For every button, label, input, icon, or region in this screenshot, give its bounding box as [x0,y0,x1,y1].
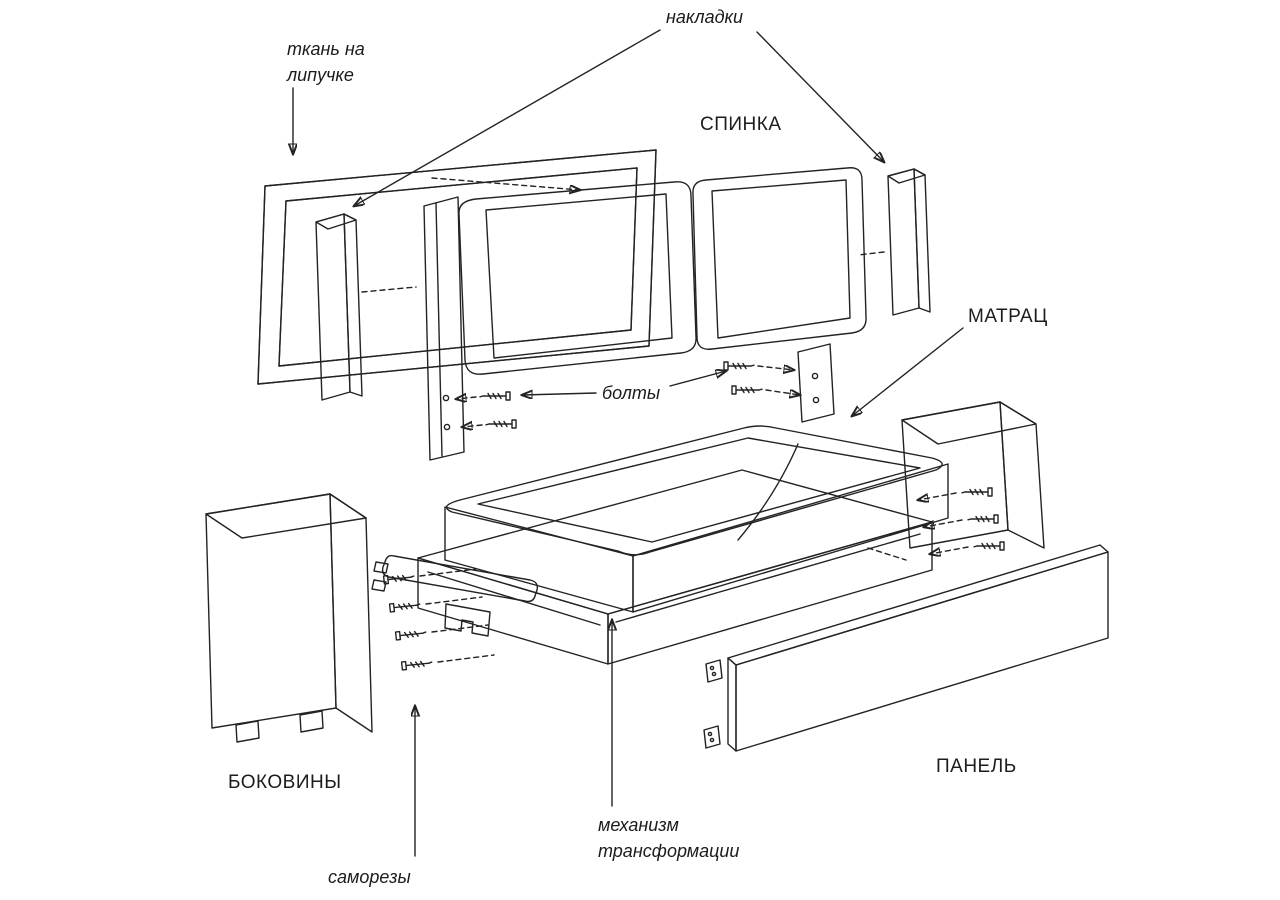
arrow-pad-right [756,31,884,162]
guide-dash-fabric [431,177,580,190]
label-arrows [293,29,964,857]
pad-block-left [315,213,363,401]
mechanism-bracket [371,554,539,637]
label-mechanism: механизм трансформации [598,812,739,864]
label-panel: ПАНЕЛЬ [936,756,1017,777]
label-fabric-velcro-line1: ткань на [287,39,365,59]
label-mechanism-line1: механизм [598,815,679,835]
screw-icon [394,628,427,641]
arrow-bolts-left [522,393,597,395]
front-panel [703,544,1109,752]
bolts [456,361,800,429]
label-bolts: болты [602,383,661,403]
label-mattress: МАТРАЦ [968,306,1048,327]
screws-right [918,487,1005,554]
screw-icon [961,487,993,497]
bolt-icon [731,385,763,395]
label-mechanism-line2: трансформации [598,841,740,861]
bolt-icon [479,391,511,401]
screw-icon [382,572,415,585]
mattress [444,425,949,613]
label-fabric-velcro: ткань на липучке [287,36,365,88]
guide-dash-right-pad [857,251,885,256]
side-block-right [901,401,1045,549]
pad-block-right [887,168,931,316]
arrow-mattress [852,327,964,416]
guide-dash-left-pad [361,286,417,293]
screw-icon [967,514,999,524]
side-block-left [205,493,373,743]
guide-dash-base [867,547,907,561]
bolt-icon [485,419,517,429]
label-screws: саморезы [328,867,411,887]
screw-icon [388,600,421,613]
velcro-fabric-panel [257,149,657,385]
screw-icon [973,541,1005,551]
label-backrest: СПИНКА [700,114,782,135]
screws-left [382,568,495,671]
bolt-icon [723,361,755,371]
backrest-cushions [458,167,867,375]
screw-icon [400,658,433,671]
arrow-bolts-right [669,371,726,387]
label-sides: БОКОВИНЫ [228,772,342,793]
label-fabric-velcro-line2: липучке [287,65,354,85]
arrow-pad-left [354,29,661,206]
backrest-frame [423,196,835,461]
label-pads: накладки [666,7,744,27]
